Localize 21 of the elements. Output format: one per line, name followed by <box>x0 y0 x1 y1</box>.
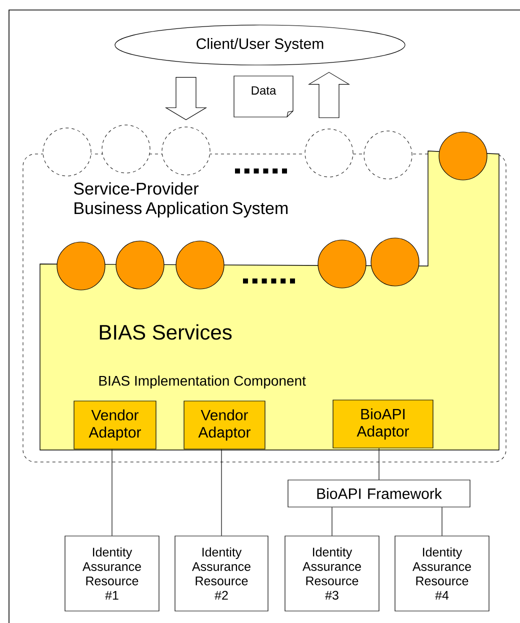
service-circle <box>364 130 412 180</box>
service-circle <box>304 128 354 178</box>
framework-box: BioAPI Framework <box>288 480 470 508</box>
connector-line <box>221 449 222 536</box>
connector-line <box>378 448 380 480</box>
region-label: Service-Provider Business Application System <box>74 182 288 218</box>
panel-subtitle: BIAS Implementation Component <box>99 375 306 389</box>
panel-title: BIAS Services <box>100 324 232 340</box>
block-arrow <box>164 77 208 120</box>
adaptor-box: BioAPI Adaptor <box>332 400 434 448</box>
adaptor-box: Vendor Adaptor <box>74 400 156 450</box>
resource-box: Identity Assurance Resource #2 <box>174 536 268 612</box>
service-circle <box>102 124 150 174</box>
resource-box: Identity Assurance Resource #3 <box>284 536 380 612</box>
service-circle <box>162 126 210 176</box>
service-circle <box>438 132 488 180</box>
service-circle <box>42 128 92 176</box>
resource-box: Identity Assurance Resource #1 <box>64 536 160 612</box>
adaptor-box: Vendor Adaptor <box>184 400 266 450</box>
block-arrow <box>308 72 350 118</box>
resource-box: Identity Assurance Resource #4 <box>394 536 490 612</box>
